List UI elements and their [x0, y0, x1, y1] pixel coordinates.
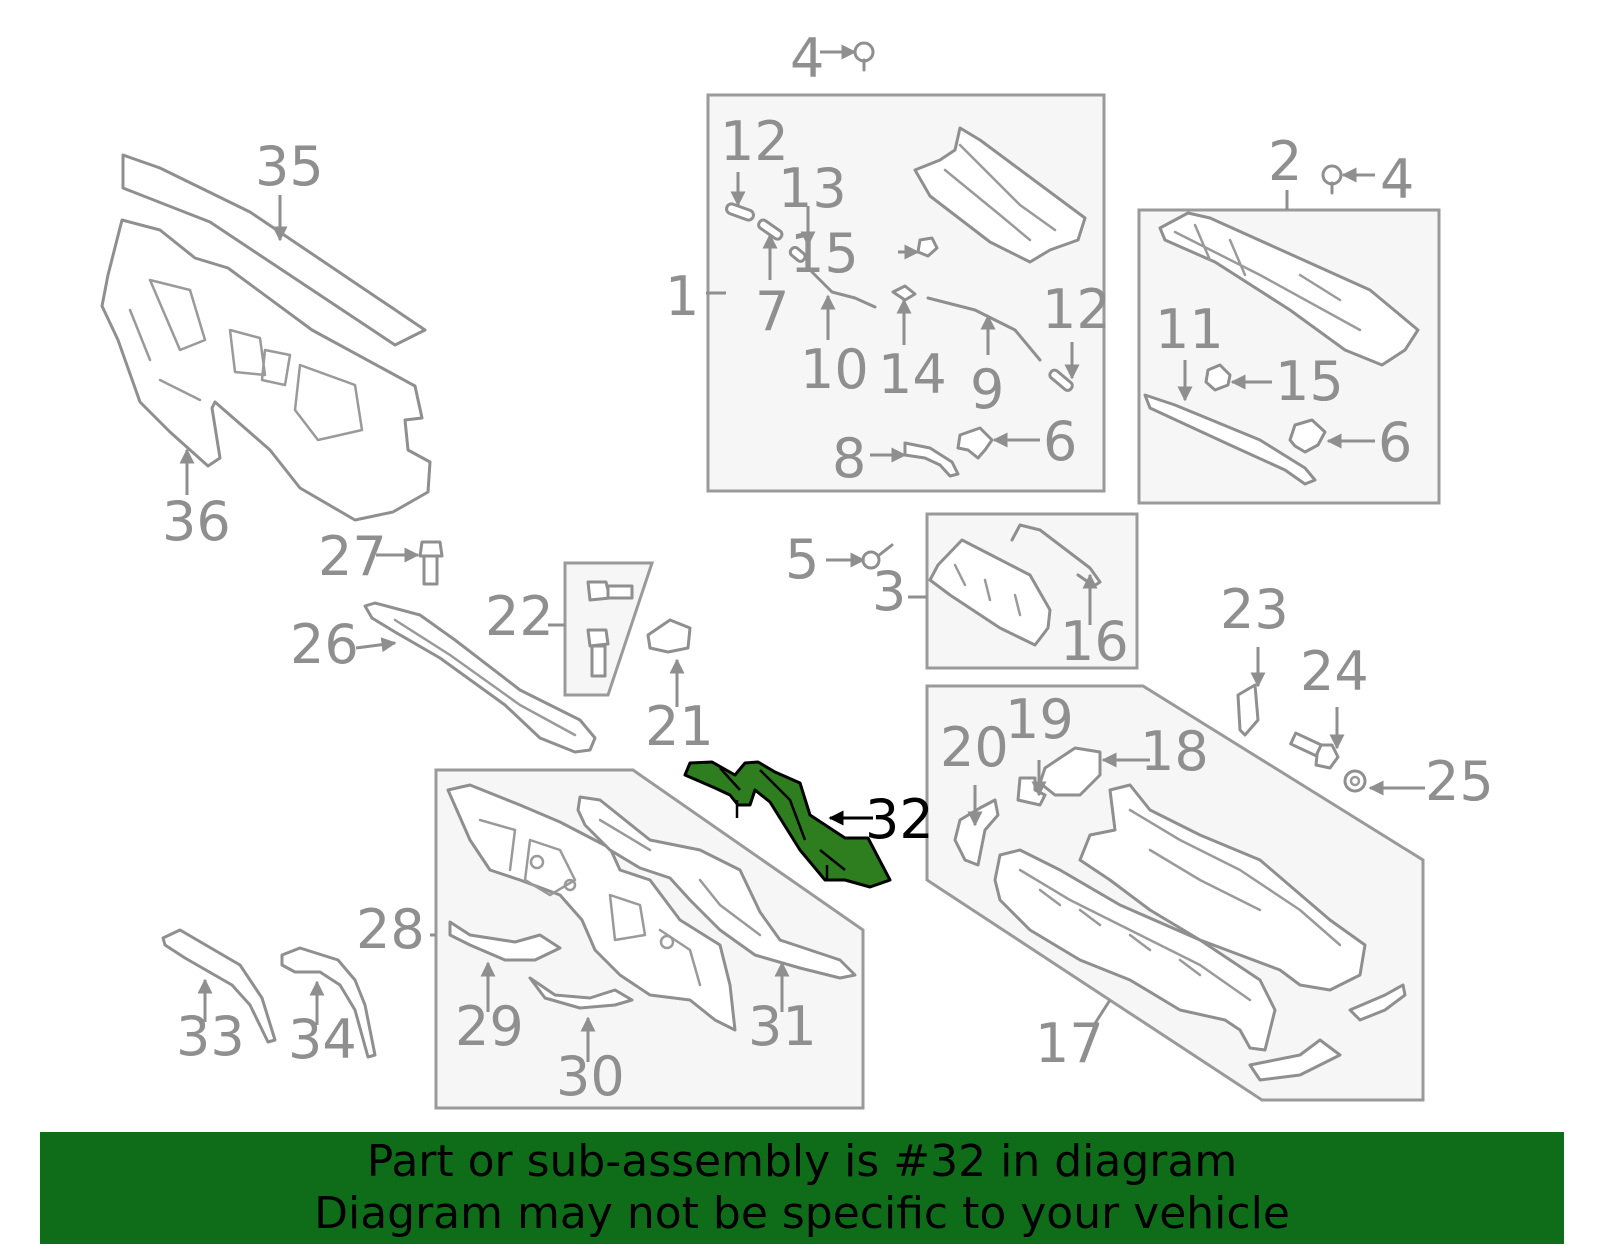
bolt-27-shank: [422, 554, 439, 586]
label-16: 16: [1060, 610, 1129, 673]
label-35: 35: [255, 135, 324, 198]
bracket-29: [448, 920, 562, 962]
part-32-detail: [719, 767, 846, 871]
label-11: 11: [1155, 298, 1224, 361]
bracket-30: [528, 976, 634, 1010]
cowl-panel-upper: [913, 126, 1087, 264]
grommet-6-right: [1288, 418, 1327, 454]
label-15-right: 15: [1275, 350, 1344, 413]
label-33: 33: [176, 1005, 245, 1068]
part-36-shape: [100, 218, 432, 522]
dash-panel-28-detail: [478, 818, 702, 987]
label-31: 31: [748, 995, 817, 1058]
bracket-17-bottom: [1248, 1038, 1342, 1082]
label-7: 7: [755, 280, 789, 343]
hose-11: [1143, 393, 1317, 486]
bracket-17-right: [1348, 983, 1407, 1022]
label-8: 8: [832, 427, 866, 490]
label-4-top: 4: [790, 27, 824, 90]
label-17: 17: [1035, 1012, 1104, 1075]
nut-25: [1343, 769, 1367, 793]
label-6-right: 6: [1378, 411, 1412, 474]
cowl-17-detail: [1018, 868, 1252, 1002]
label-26: 26: [290, 613, 359, 676]
clip-4-top: [853, 41, 875, 63]
banner-line-1: Part or sub-assembly is #32 in diagram: [366, 1136, 1238, 1187]
label-6-left: 6: [1043, 410, 1077, 473]
label-25: 25: [1425, 750, 1494, 813]
bracket-20: [953, 798, 1000, 867]
label-27: 27: [318, 525, 387, 588]
cowl-panel-upper-detail: [943, 143, 1057, 242]
label-10: 10: [800, 338, 869, 401]
dash-hole-1: [529, 854, 545, 870]
label-21: 21: [645, 695, 714, 758]
label-14: 14: [878, 343, 947, 406]
bracket-21: [646, 618, 692, 654]
panel-31-detail: [598, 818, 762, 937]
label-2: 2: [1268, 130, 1302, 193]
label-29: 29: [455, 995, 524, 1058]
label-19: 19: [1005, 688, 1074, 751]
clip-23: [1236, 683, 1260, 737]
label-23: 23: [1220, 578, 1289, 641]
label-15-left: 15: [790, 222, 859, 285]
label-18: 18: [1140, 720, 1209, 783]
label-13: 13: [778, 157, 847, 220]
clip-14: [891, 284, 917, 302]
hose-8: [903, 441, 960, 478]
label-22: 22: [485, 585, 554, 648]
seal-3: [928, 538, 1052, 647]
bolt-24-shank: [1289, 731, 1323, 758]
nut-15-right: [1204, 363, 1232, 392]
part-36-detail: [128, 278, 364, 442]
label-28: 28: [356, 898, 425, 961]
dash-hole-2: [563, 878, 577, 892]
label-20: 20: [940, 716, 1009, 779]
hose-10: [810, 270, 877, 309]
cowl-top-panel: [1078, 783, 1367, 992]
bolt-22b-shank: [590, 644, 607, 678]
label-12-top: 12: [720, 110, 789, 173]
bracket-34: [280, 946, 377, 1059]
label-3: 3: [872, 560, 906, 623]
crossmember-26-detail: [393, 618, 577, 737]
clip-13: [788, 245, 807, 263]
label-4-right: 4: [1380, 148, 1414, 211]
label-34: 34: [288, 1008, 357, 1071]
cowl-panel-2-detail: [1173, 223, 1362, 332]
bolt-22b-head: [586, 628, 610, 648]
label-36: 36: [162, 490, 231, 553]
label-24: 24: [1300, 640, 1369, 703]
banner-line-2: Diagram may not be specific to your vehi…: [314, 1188, 1290, 1239]
group-box-22: [563, 561, 655, 697]
nut-25-hole: [1349, 775, 1361, 787]
label-9: 9: [970, 358, 1004, 421]
label-30: 30: [556, 1045, 625, 1108]
grommet-6-left: [956, 426, 994, 460]
cowl-top-panel-detail: [1128, 808, 1342, 947]
clip-4-right: [1321, 164, 1343, 186]
info-banner: Part or sub-assembly is #32 in diagram D…: [40, 1132, 1564, 1244]
label-1: 1: [665, 265, 699, 328]
dash-hole-3: [659, 934, 675, 950]
bolt-22a-shank: [606, 584, 634, 600]
label-12-right: 12: [1042, 278, 1111, 341]
dash-panel-28: [446, 783, 737, 1032]
clip-12-right: [1048, 368, 1074, 392]
screw-5-stem: [876, 543, 894, 558]
bolt-27-head: [418, 540, 444, 558]
label-5: 5: [785, 528, 819, 591]
cowl-17: [993, 848, 1277, 1052]
bracket-33: [161, 928, 277, 1044]
label-32-highlighted: 32: [865, 788, 934, 851]
clip-12-top: [725, 202, 755, 222]
seal-3-detail: [953, 563, 1022, 617]
part-35-shape: [121, 153, 427, 347]
panel-31: [576, 795, 857, 980]
